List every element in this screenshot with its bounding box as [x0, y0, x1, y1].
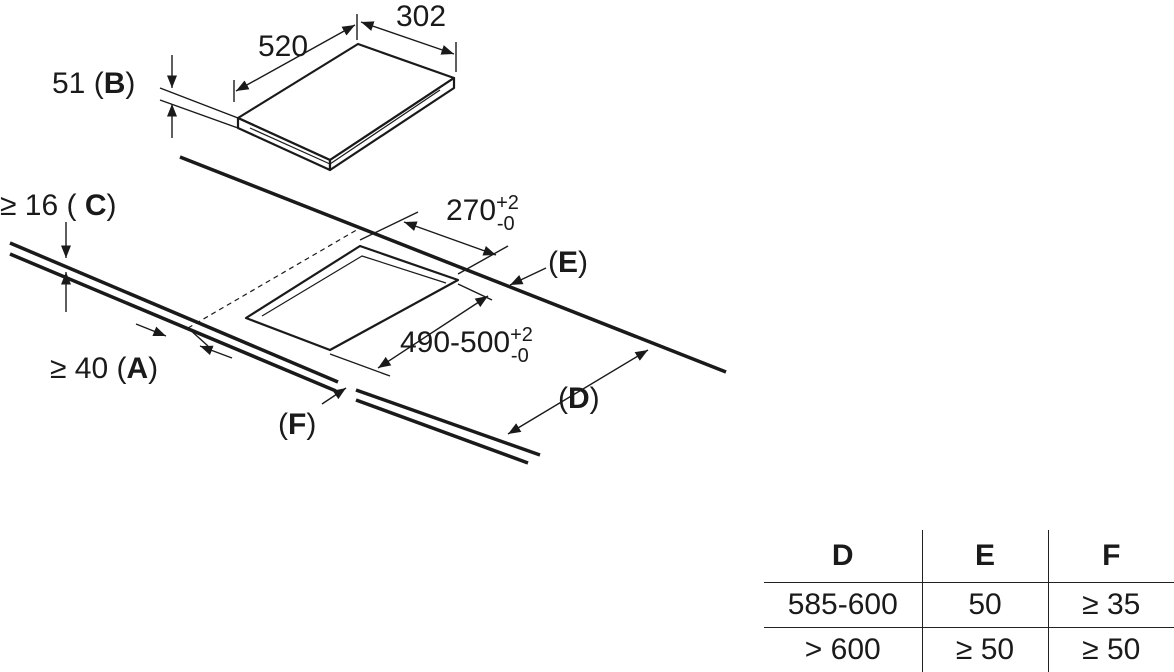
hob-body-underside: [249, 89, 441, 165]
dimension-e-arrow: [509, 267, 547, 286]
cutout-inner-wall: [261, 255, 447, 317]
dimension-16-label: ≥ 16 ( C): [0, 189, 117, 222]
dimension-51-label: 51 (B): [52, 67, 135, 100]
dimension-270: [359, 211, 509, 275]
table-cell: 50: [921, 582, 1048, 628]
table-header-d: D: [764, 530, 922, 583]
dimension-520: [233, 14, 358, 102]
dimension-d: [507, 349, 649, 435]
letter-d-label: (D): [558, 382, 600, 415]
table-cell: 585-600: [787, 588, 898, 621]
worktop-cutout: [244, 244, 460, 352]
table-cell: > 600: [764, 627, 922, 672]
worktop-front-top-edge: [9, 241, 339, 384]
letter-f-label: (F): [278, 408, 316, 441]
table-cell: ≥ 50: [1047, 627, 1174, 672]
dimension-40-a: [135, 323, 233, 359]
dimension-270-label: 270+2-0: [446, 192, 519, 235]
dimension-520-label: 520: [258, 30, 308, 63]
worktop-front-top-edge-right: [355, 388, 541, 457]
dimension-302: [360, 21, 457, 72]
table-header-f: F: [1047, 530, 1174, 583]
hob-appliance: [236, 42, 456, 172]
table-cell: ≥ 35: [1047, 582, 1174, 628]
letter-e-label: (E): [548, 246, 588, 279]
table-header-row: D E F: [764, 530, 1174, 583]
worktop-rear-edge: [179, 155, 727, 374]
table-row: > 600 ≥ 50 ≥ 50: [764, 627, 1174, 672]
table-header-e: E: [921, 530, 1048, 583]
dimension-490-500-label: 490-500+2-0: [400, 324, 533, 367]
dimension-table-container: D E F 585-600 50 ≥ 35 > 600 ≥ 50 ≥ 50: [764, 530, 1174, 672]
dimension-51-b: [159, 55, 239, 138]
dimension-f-arrow: [321, 387, 347, 405]
dimension-table: D E F 585-600 50 ≥ 35 > 600 ≥ 50 ≥ 50: [764, 530, 1174, 672]
dimension-40-label: ≥ 40 (A): [50, 352, 158, 385]
cutout-outline: [244, 244, 460, 352]
reference-dashed-line: [187, 227, 361, 329]
dimension-490-500: [329, 283, 493, 377]
table-cell: ≥ 50: [921, 627, 1048, 672]
dimension-302-label: 302: [396, 0, 446, 33]
table-row: 585-600 50 ≥ 35: [764, 582, 1174, 628]
worktop-front-bottom-edge-right: [355, 398, 529, 465]
